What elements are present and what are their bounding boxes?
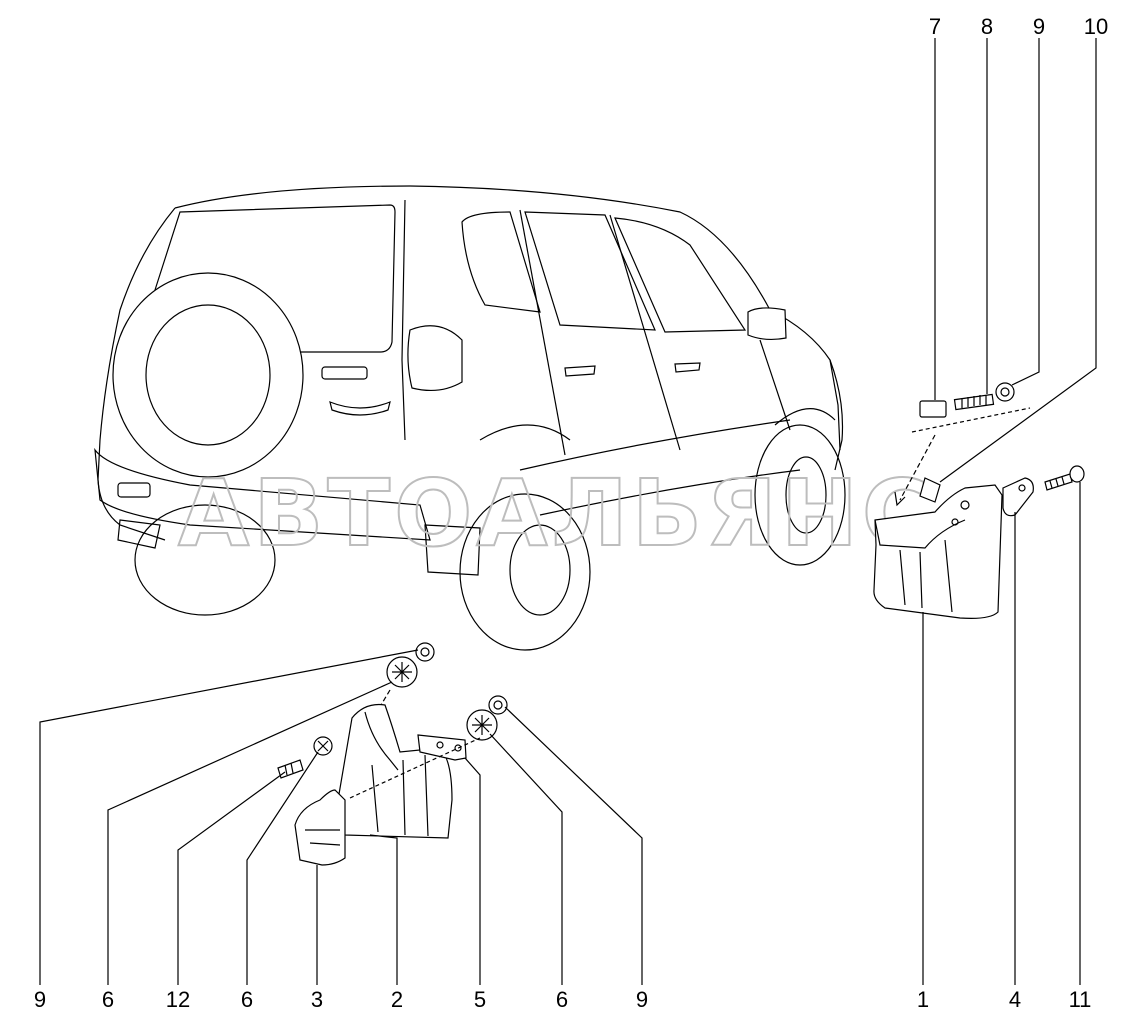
part-12-bolt: [277, 759, 304, 779]
callout-top-1: 7: [929, 14, 941, 39]
part-10-clip: [919, 477, 941, 503]
callout-bottom-left-7: 5: [474, 987, 486, 1012]
callout-bottom-left-4: 6: [241, 987, 253, 1012]
front-mudguard-assembly: [873, 382, 1085, 619]
callout-bottom-right-1: 1: [917, 987, 929, 1012]
callout-bottom-left-1: 9: [34, 987, 46, 1012]
part-11-screw: [1044, 465, 1085, 491]
part-4-bracket: [1002, 477, 1034, 517]
rear-mudguard-assembly: [277, 642, 508, 866]
callout-bottom-right-3: 11: [1069, 987, 1092, 1012]
watermark-text: АВТОАЛЬЯНС: [178, 460, 933, 567]
part-2-mudguard: [336, 703, 453, 839]
callout-bottom-left-6: 2: [391, 987, 403, 1012]
callout-labels: 7 8 9 10 9 6 12 6 3 2 5 6 9 1 4 11: [34, 14, 1108, 1012]
callout-bottom-left-9: 9: [636, 987, 648, 1012]
part-3-bracket: [294, 789, 346, 866]
leader-lines: [39, 38, 1097, 985]
callout-top-4: 10: [1084, 14, 1108, 39]
part-9-nut-right: [488, 695, 508, 715]
callout-top-2: 8: [981, 14, 993, 39]
callout-bottom-left-2: 6: [102, 987, 114, 1012]
part-9-nut-top: [995, 382, 1015, 402]
part-1-mudguard: [873, 484, 1003, 619]
callout-bottom-left-8: 6: [556, 987, 568, 1012]
part-7-plate: [919, 400, 947, 418]
callout-bottom-left-5: 3: [311, 987, 323, 1012]
callout-bottom-left-3: 12: [166, 987, 190, 1012]
callout-top-3: 9: [1033, 14, 1045, 39]
part-8-stud: [953, 393, 995, 411]
part-9-nut-left: [415, 642, 435, 662]
callout-bottom-right-2: 4: [1009, 987, 1021, 1012]
vehicle-illustration: [94, 185, 846, 651]
